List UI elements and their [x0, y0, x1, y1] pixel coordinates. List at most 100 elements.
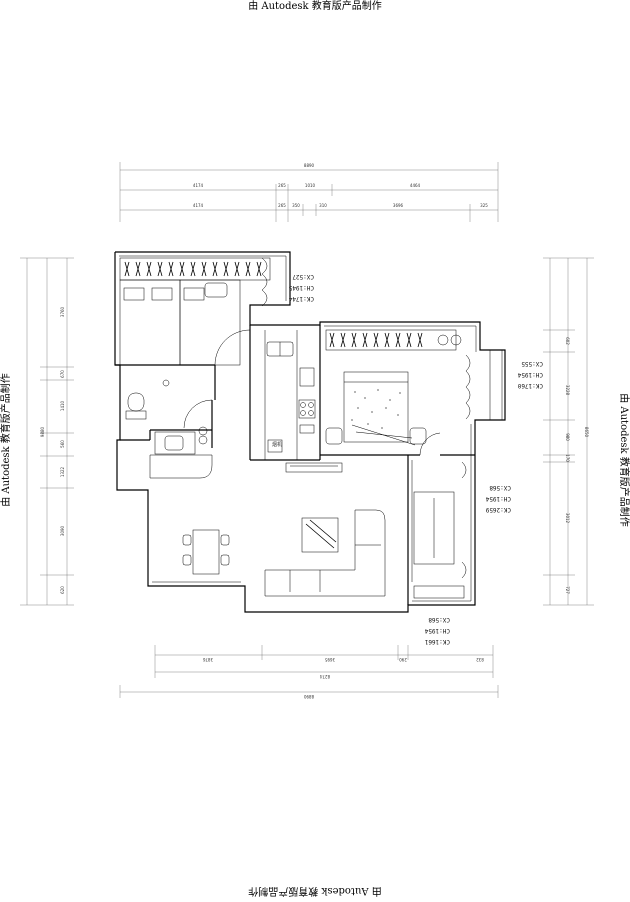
note-rt-3: CK:1760 [517, 382, 543, 389]
curtain-right-bottom [461, 561, 467, 579]
nightstand-right [409, 427, 427, 445]
dim-top-a-3: 1010 [305, 183, 316, 188]
dim-top-total: 8890 [304, 163, 315, 168]
tv-cabinet [285, 462, 343, 473]
label-range-hood: 烟机 [272, 441, 282, 448]
annotation-top-left: CX:527 CH:1945 CK:1744 [288, 273, 314, 302]
dining-table [192, 529, 220, 575]
dim-top-b-2: 265 [278, 203, 286, 208]
dim-right-2: 3228 [565, 385, 570, 396]
note-tl-1: CX:527 [292, 273, 314, 280]
single-bed-right [179, 279, 241, 366]
washer-knob-2 [198, 435, 208, 445]
note-rt-1: CX:555 [521, 360, 543, 367]
vanity [154, 431, 196, 455]
dim-left-6: 3090 [60, 525, 65, 536]
dim-bottom-3: 290 [399, 657, 407, 662]
dim-top-b-5: 3696 [393, 203, 404, 208]
nightstand-left [325, 427, 343, 445]
dim-top-b-6: 325 [480, 203, 488, 208]
dining-chair-4 [220, 554, 230, 566]
range-hood-box [267, 439, 283, 453]
note-tl-3: CK:1744 [288, 295, 314, 302]
note-rt-2: CH:1954 [517, 371, 543, 378]
dim-bottom-4: 832 [476, 657, 484, 662]
right-dimensions: 8650 602 3228 980 170 3012 727 [543, 257, 594, 606]
dim-bottom-total-a: 8274 [319, 674, 330, 679]
left-dimensions: 9880 3760 670 1410 560 1322 3090 620 [20, 257, 74, 606]
dim-left-7: 620 [60, 586, 65, 594]
toilet [127, 392, 145, 412]
dim-top-b-4: 310 [319, 203, 327, 208]
bottom-dimensions: 3876 3695 290 832 8274 8890 [119, 645, 499, 699]
master-lamp-2 [450, 334, 462, 346]
shower-area [149, 454, 213, 479]
dim-left-3: 1410 [60, 400, 65, 411]
dim-left-5: 1322 [60, 466, 65, 477]
exterior-walls [114, 251, 506, 613]
stove [298, 399, 316, 419]
dim-right-1: 602 [565, 337, 570, 345]
note-rm-1: CX:568 [489, 484, 511, 491]
note-b-3: CK:1661 [424, 638, 450, 645]
dim-left-2: 670 [60, 370, 65, 378]
dim-right-total: 8650 [584, 427, 589, 438]
dim-top-b-1: 4174 [193, 203, 204, 208]
dining-chair-2 [182, 554, 192, 566]
curtain-top-left [261, 257, 268, 307]
watermark-right: 由 Autodesk 教育版产品制作 [618, 393, 630, 527]
desk-right-room [413, 585, 465, 599]
bedroom-master [320, 329, 503, 456]
toilet-tank [125, 410, 147, 420]
sofa [264, 509, 386, 597]
bed-right-room [413, 491, 455, 565]
dim-top-a-2: 265 [278, 183, 286, 188]
curtain-right-top [461, 461, 467, 479]
dim-top-a-4: 4464 [410, 183, 421, 188]
balcony-window [489, 349, 503, 421]
door-swing-bathroom [183, 399, 213, 429]
dining-chair-1 [182, 534, 192, 546]
kitchen: 烟机 [249, 325, 321, 461]
living-dining [182, 462, 386, 597]
watermark-bottom: 由 Autodesk 教育版产品制作 [248, 885, 382, 897]
bedroom-right [407, 455, 467, 605]
refrigerator [299, 367, 315, 387]
cabinet-kitchen [299, 424, 315, 434]
dim-right-6: 727 [565, 586, 570, 594]
dim-right-3: 980 [565, 433, 570, 441]
pillow-1 [123, 287, 145, 301]
note-tl-2: CH:1945 [288, 284, 314, 291]
double-bed [343, 371, 409, 443]
annotation-right-top: CX:555 CH:1954 CK:1760 [517, 360, 543, 389]
dining-chair-3 [220, 534, 230, 546]
note-rm-2: CH:1954 [485, 495, 511, 502]
washer-knob-1 [198, 426, 208, 436]
coffee-table [301, 517, 339, 553]
annotation-bottom: CX:568 CH:1954 CK:1661 [424, 616, 450, 645]
dim-bottom-2: 3695 [324, 657, 335, 662]
dim-top-b-3: 350 [292, 203, 300, 208]
dim-top-a-1: 4174 [193, 183, 204, 188]
note-rm-3: CK:2659 [485, 506, 511, 513]
single-bed-left [119, 279, 181, 366]
bed-throw [351, 424, 416, 446]
curtain-master [465, 354, 471, 420]
dim-right-5: 3012 [565, 513, 570, 524]
pillow-2 [151, 287, 173, 301]
watermark-left: 由 Autodesk 教育版产品制作 [0, 373, 12, 507]
note-b-1: CX:568 [428, 616, 450, 623]
dim-bottom-1: 3876 [202, 657, 213, 662]
dim-left-total: 9880 [40, 426, 45, 437]
top-dimensions: 8890 4174 265 1010 4464 4174 265 350 310… [119, 162, 499, 222]
watermark-top: 由 Autodesk 教育版产品制作 [248, 0, 382, 12]
door-swing-bedroom [214, 329, 251, 366]
master-lamp-1 [437, 334, 449, 346]
floor-drain [162, 379, 170, 387]
annotation-right-mid: CX:568 CH:1954 CK:2659 [485, 484, 511, 513]
note-b-2: CH:1954 [424, 627, 450, 634]
wardrobe-hangers [124, 261, 262, 277]
chair-top-left [204, 282, 228, 298]
